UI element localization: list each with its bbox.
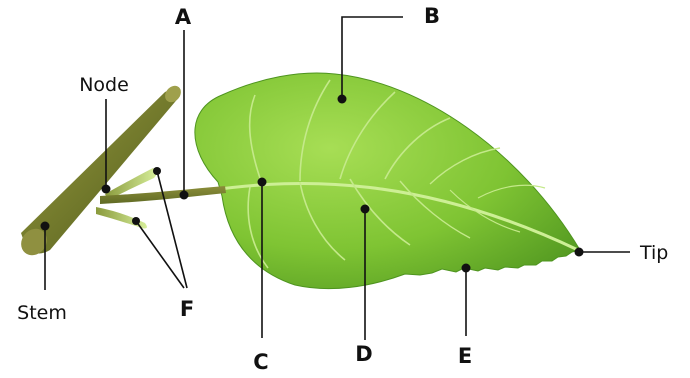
label-b: B (424, 4, 440, 28)
label-stem: Stem (17, 302, 67, 324)
leaf-blade-illustration (195, 73, 580, 289)
label-node: Node (79, 74, 129, 96)
label-f: F (180, 297, 194, 321)
label-tip: Tip (639, 242, 668, 264)
label-e: E (458, 344, 472, 368)
label-c: C (253, 350, 268, 374)
label-a: A (175, 5, 192, 29)
label-d: D (355, 342, 372, 366)
